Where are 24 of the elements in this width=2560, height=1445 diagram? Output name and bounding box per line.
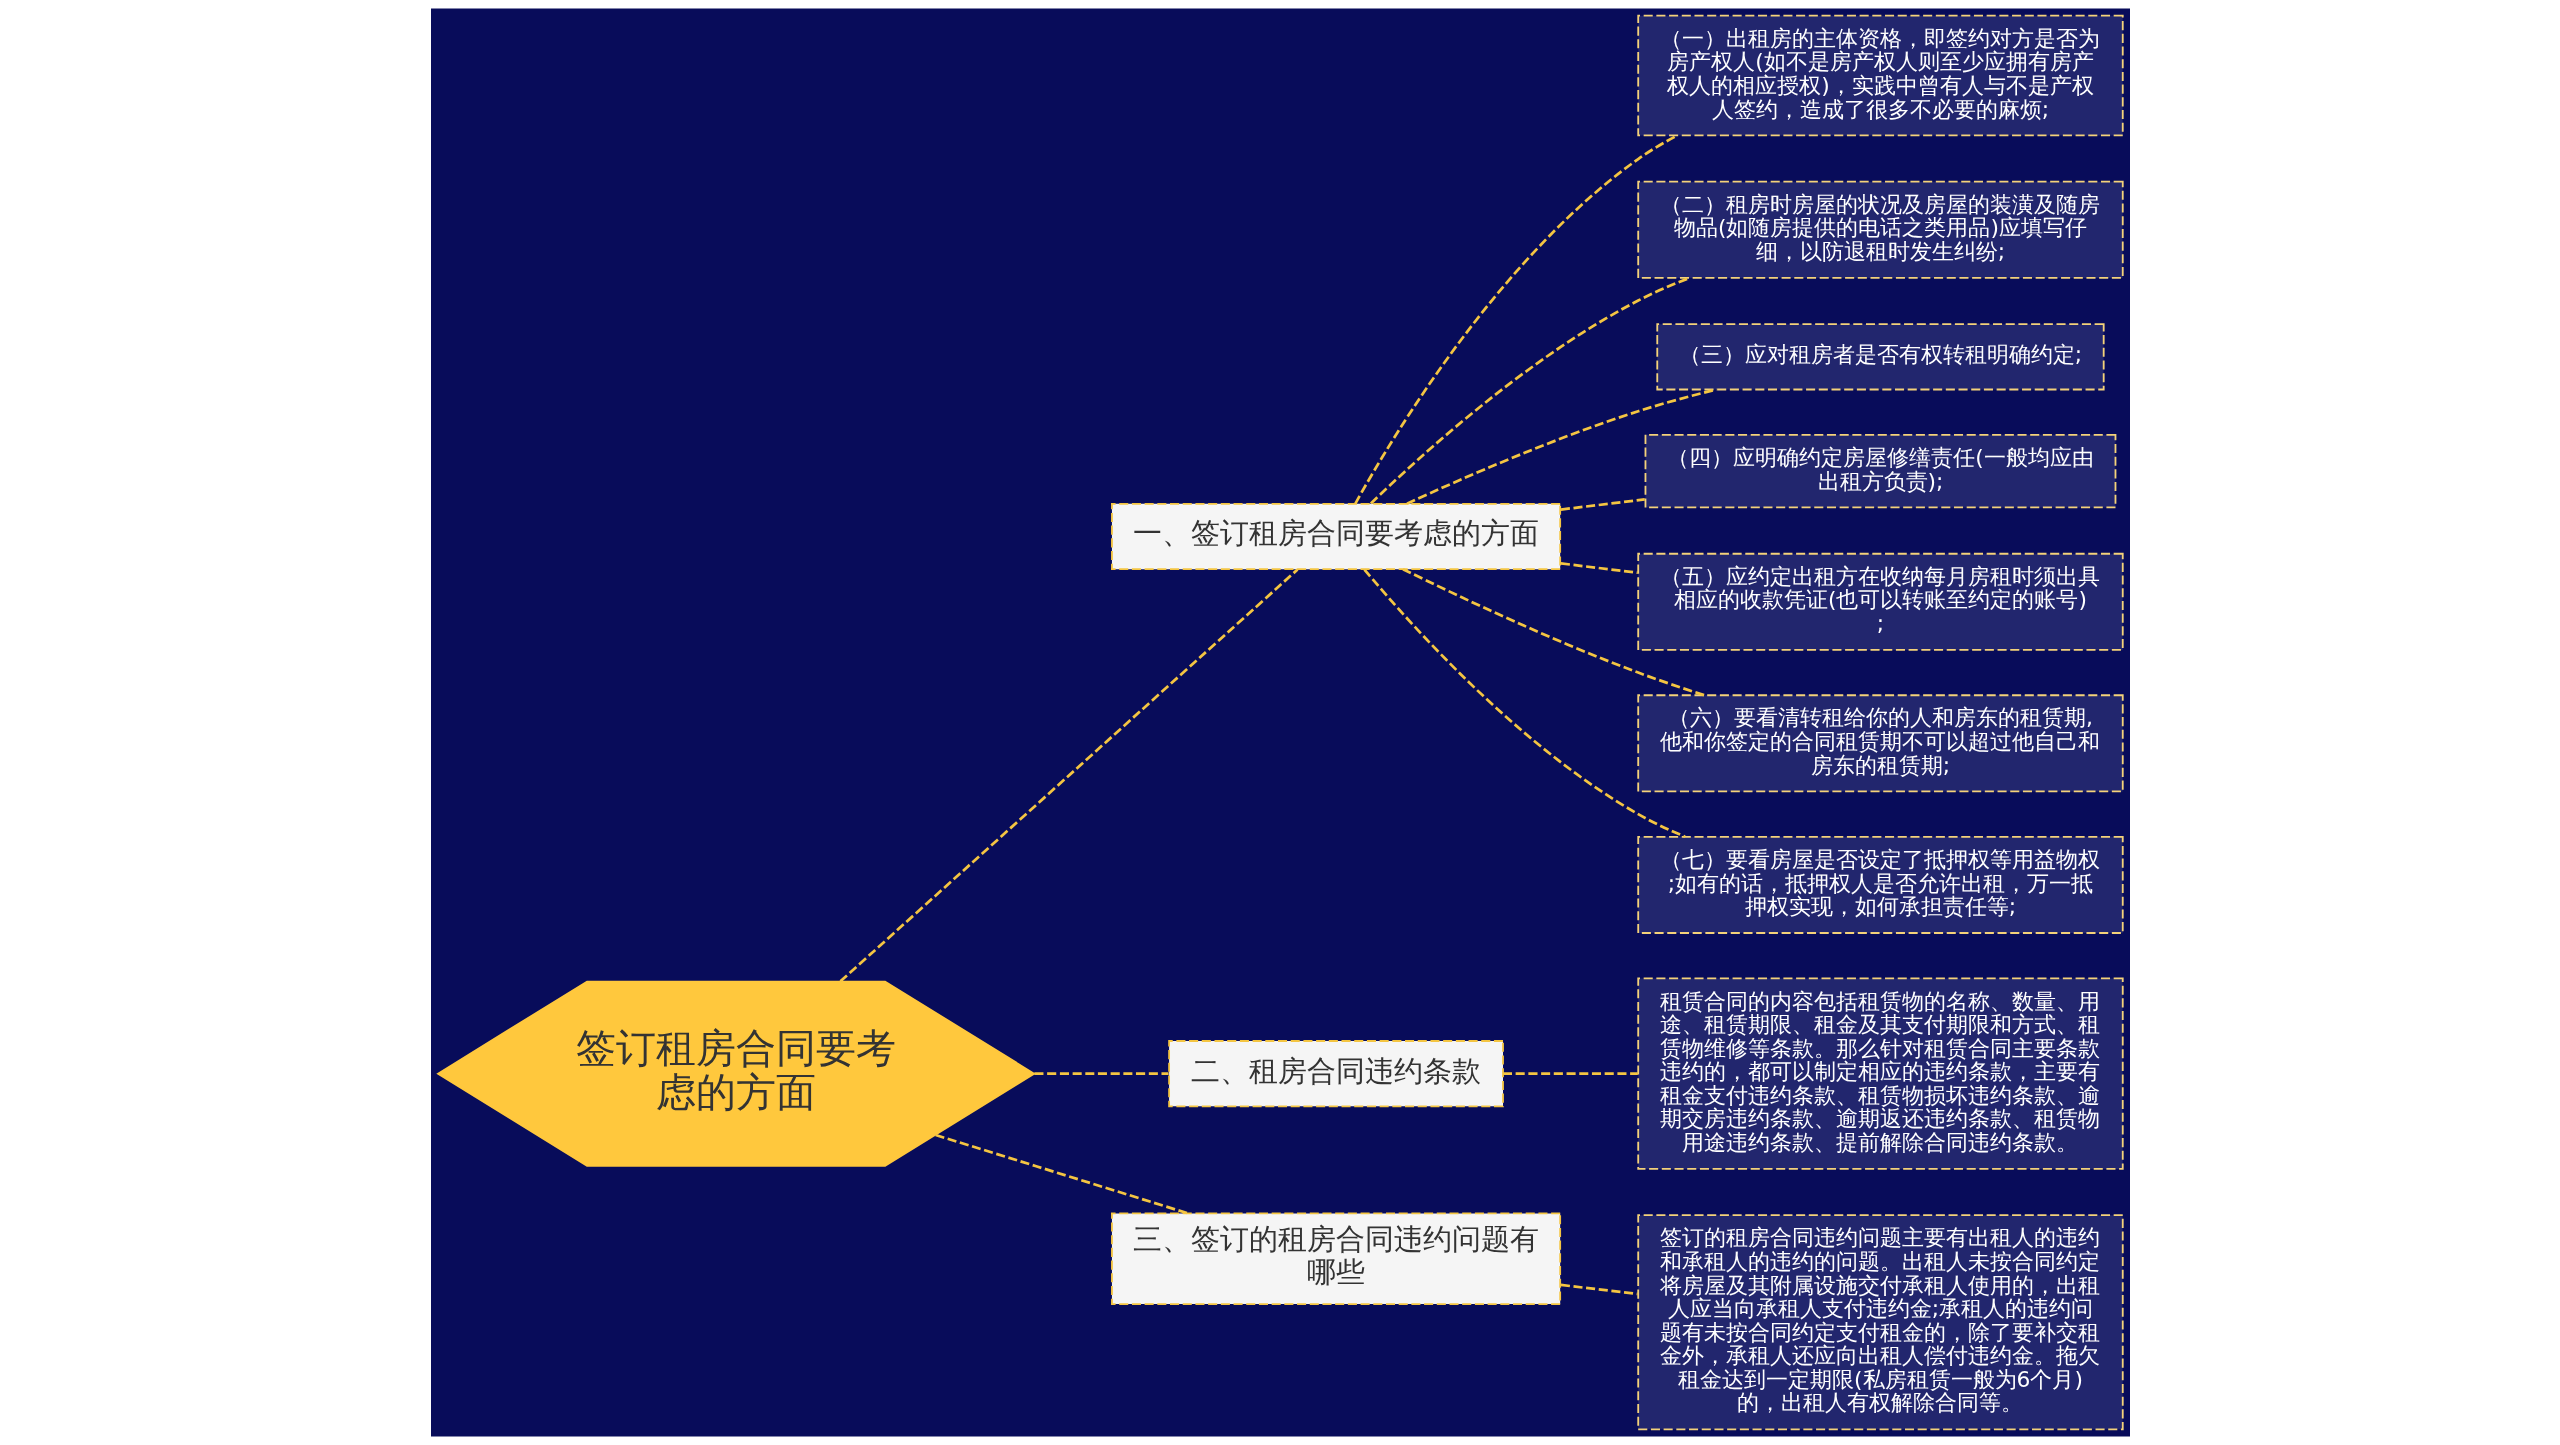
connector <box>1560 1283 1638 1296</box>
node-box: （四）应明确约定房屋修缮责任(一般均应由出租方负责); <box>1644 433 2116 509</box>
connector <box>1502 1072 1638 1075</box>
node-box: （一）出租房的主体资格，即签约对方是否为房产权人(如不是房产权人则至少应拥有房产权人的相应授权)，实践中曾有人与不是产权人签约，造成了很多不必要的麻烦; <box>1636 14 2124 137</box>
node-box: （六）要看清转租给你的人和房东的租赁期,他和你签定的合同租赁期不可以超过他自己和房东的租赁期; <box>1636 694 2124 793</box>
connector <box>1560 562 1638 575</box>
connector <box>1353 134 1677 505</box>
node-box: （三）应对租房者是否有权转租明确约定; <box>1655 323 2105 391</box>
connector <box>1401 567 1705 697</box>
connector <box>1405 388 1717 505</box>
connector <box>1033 1072 1169 1075</box>
connector <box>934 1133 1188 1215</box>
connector <box>1560 498 1645 511</box>
connector <box>1369 276 1690 505</box>
node-box: （二）租房时房屋的状况及房屋的装潢及随房物品(如随房提供的电话之类用品)应填写仔细，以防退租时发生纠纷; <box>1636 180 2124 279</box>
node-box: 租赁合同的内容包括租赁物的名称、数量、用途、租赁期限、租金及其支付期限和方式、租赁物维修等条款。那么针对租赁合同主要条款违约的，都可以制定相应的违约条款，主要有租金支付违约条款、租赁物损坏违约条款、逾期交房违约条款、逾期返还违约条款、租赁物用途违约条款、提前解除合同违约条款。 <box>1636 977 2124 1170</box>
connector <box>1362 568 1686 838</box>
connector <box>839 568 1298 983</box>
node-box: 二、租房合同违约条款 <box>1167 1040 1504 1108</box>
node-box: 一、签订租房合同要考虑的方面 <box>1110 502 1561 571</box>
node-box: （五）应约定出租方在收纳每月房租时须出具相应的收款凭证(也可以转账至约定的账号); <box>1636 552 2124 651</box>
node-box: （七）要看房屋是否设定了抵押权等用益物权;如有的话，抵押权人是否允许出租，万一抵押权实现，如何承担责任等; <box>1636 835 2124 934</box>
node-box: 签订的租房合同违约问题主要有出租人的违约和承租人的违约的问题。出租人未按合同约定将房屋及其附属设施交付承租人使用的，出租人应当向承租人支付违约金;承租人的违约问题有未按合同约定支付租金的，除了要补交租金外，承租人还应向出租人偿付违约金。拖欠租金达到一定期限(私房租赁一般为6个月)的，出租人有权解除合同等。 <box>1636 1214 2124 1431</box>
node-box: 三、签订的租房合同违约问题有哪些 <box>1110 1212 1561 1306</box>
